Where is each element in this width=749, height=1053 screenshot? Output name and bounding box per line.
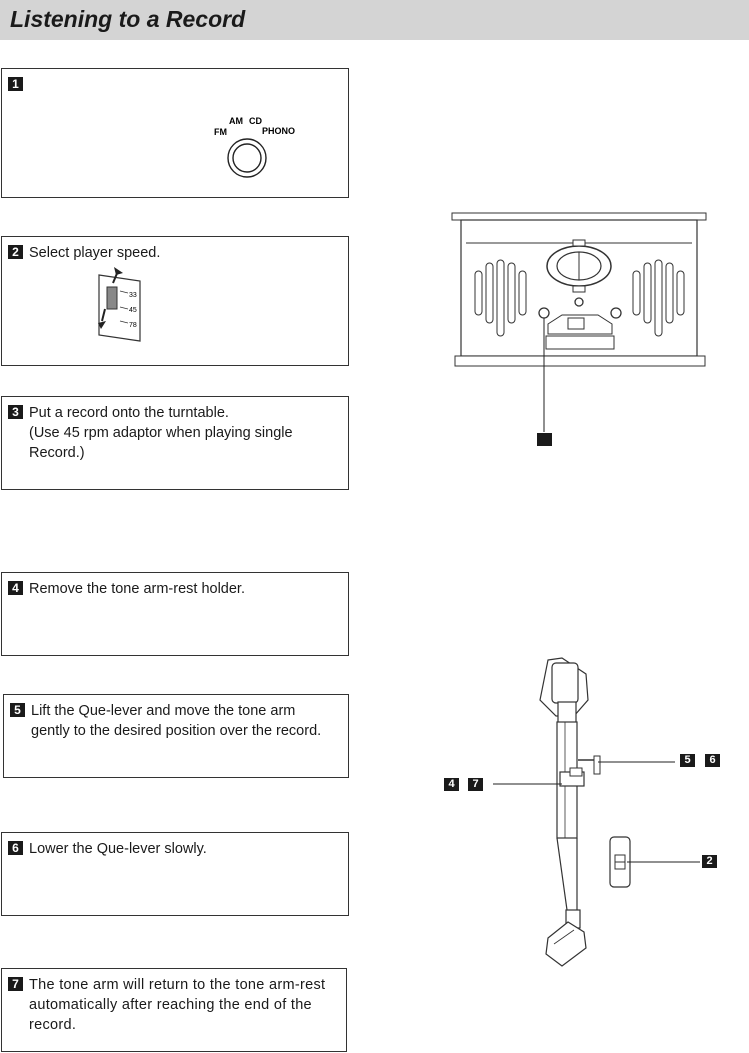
callout-front-panel [537, 433, 552, 446]
step-1-box: 1 FM AM CD PHONO [1, 68, 349, 198]
step-1-number: 1 [8, 77, 23, 91]
function-label-am: AM [229, 116, 243, 126]
function-selector-diagram: FM AM CD PHONO [214, 116, 295, 178]
step-7-number: 7 [8, 977, 23, 991]
speed-label-78: 78 [129, 322, 137, 329]
step-4-text: Remove the tone arm-rest holder. [29, 581, 245, 597]
step-4-box: 4 Remove the tone arm-rest holder. [1, 572, 349, 656]
callout-tonearm-6: 6 [705, 754, 720, 767]
callout-tonearm-7: 7 [468, 778, 483, 791]
step-6-text: Lower the Que-lever slowly. [29, 841, 207, 857]
speed-selector-diagram: 33 45 78 [98, 267, 141, 342]
step-5-number: 5 [10, 703, 25, 717]
callout-tonearm-4: 4 [444, 778, 459, 791]
callout-tonearm-5: 5 [680, 754, 695, 767]
step-3-text: Put a record onto the turntable. (Use 45… [29, 405, 293, 461]
page-title: Listening to a Record [10, 6, 246, 32]
step-5-text: Lift the Que-lever and move the tone arm… [31, 703, 322, 739]
step-3-number: 3 [8, 405, 23, 419]
page-header: Listening to a Record [0, 0, 749, 40]
power-knob-front[interactable] [574, 297, 584, 307]
function-label-fm: FM [214, 127, 227, 137]
step-2-number: 2 [8, 245, 23, 259]
function-label-cd: CD [249, 116, 262, 126]
step-5-box: 5 Lift the Que-lever and move the tone a… [3, 694, 349, 778]
step-6-number: 6 [8, 841, 23, 855]
speed-label-33: 33 [129, 292, 137, 299]
step-7-text: The tone arm will return to the tone arm… [29, 977, 326, 1033]
speed-slider[interactable] [106, 286, 118, 310]
speed-label-45: 45 [129, 307, 137, 314]
step-6-box: 6 Lower the Que-lever slowly. [1, 832, 349, 916]
step-2-text: Select player speed. [29, 245, 161, 261]
step-3-box: 3 Put a record onto the turntable. (Use … [1, 396, 349, 490]
step-4-number: 4 [8, 581, 23, 595]
volume-knob-front[interactable] [610, 307, 622, 319]
callout-tonearm-2: 2 [702, 855, 717, 868]
step-7-box: 7 The tone arm will return to the tone a… [1, 968, 347, 1052]
function-label-phono: PHONO [262, 126, 295, 136]
step-2-box: 2 Select player speed. 33 45 78 [1, 236, 349, 366]
